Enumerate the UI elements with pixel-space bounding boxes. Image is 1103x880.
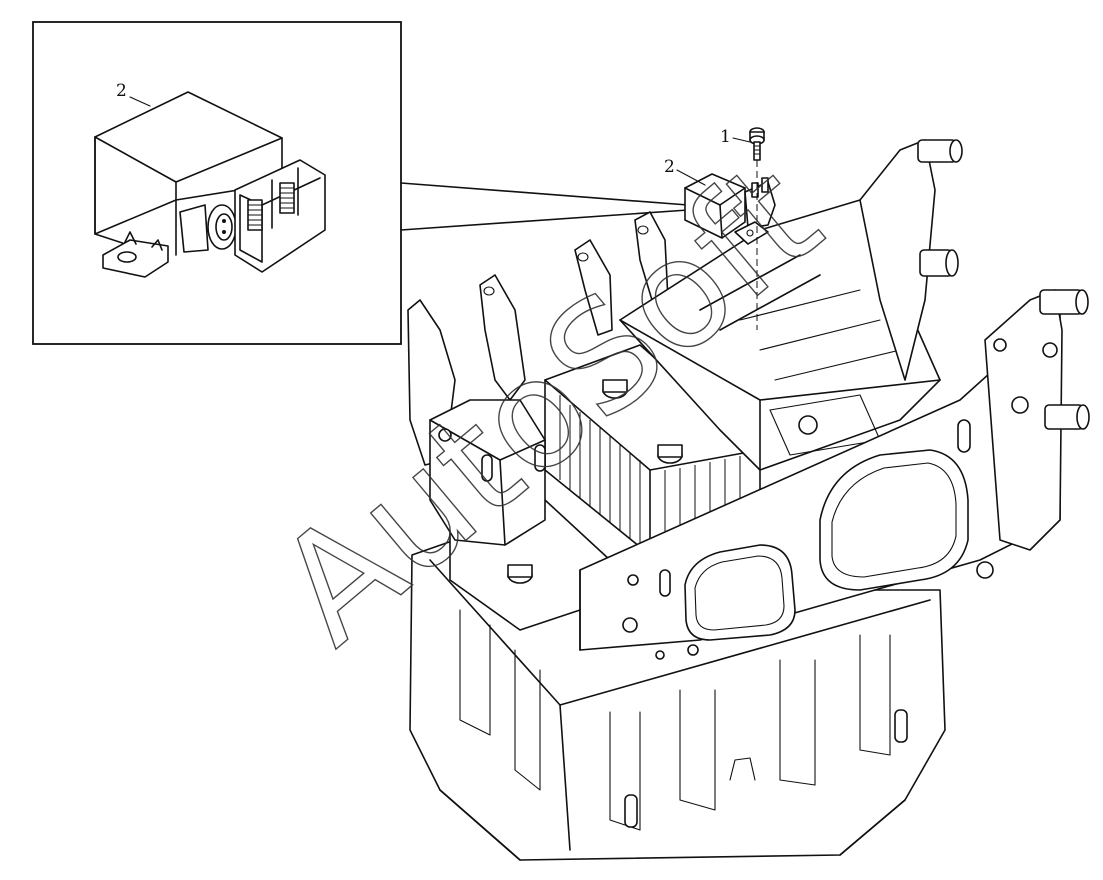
terminal-post-right [279, 182, 295, 214]
front-mounting-plate [579, 309, 1061, 660]
upper-frame [619, 199, 941, 471]
terminal-post-left [247, 199, 263, 231]
callout-2: 2 [664, 157, 706, 186]
relay-detail-drawing [94, 91, 326, 278]
plate-cutout-left [684, 544, 796, 641]
relay-part-2 [684, 173, 776, 245]
callout-1: 1 [720, 127, 751, 147]
battery-pack-assembly [407, 127, 1090, 861]
detail-inset: 2 [32, 21, 689, 345]
mount-cylinder-right-low [1044, 404, 1090, 430]
rear-brackets [407, 211, 669, 466]
bolt-part-1 [749, 127, 765, 330]
inset-leader-bottom [400, 209, 689, 231]
svg-text:1: 1 [720, 127, 731, 147]
inset-leader-top [400, 182, 689, 206]
inset-callout-2: 2 [116, 81, 127, 101]
mount-cylinder-top [917, 139, 963, 163]
svg-text:2: 2 [664, 157, 675, 177]
plate-cutout-right [819, 449, 969, 591]
side-bracket [859, 139, 1090, 551]
left-side-rail [429, 399, 546, 546]
mount-cylinder-right [1039, 289, 1089, 315]
mount-cylinder-mid [919, 249, 959, 277]
